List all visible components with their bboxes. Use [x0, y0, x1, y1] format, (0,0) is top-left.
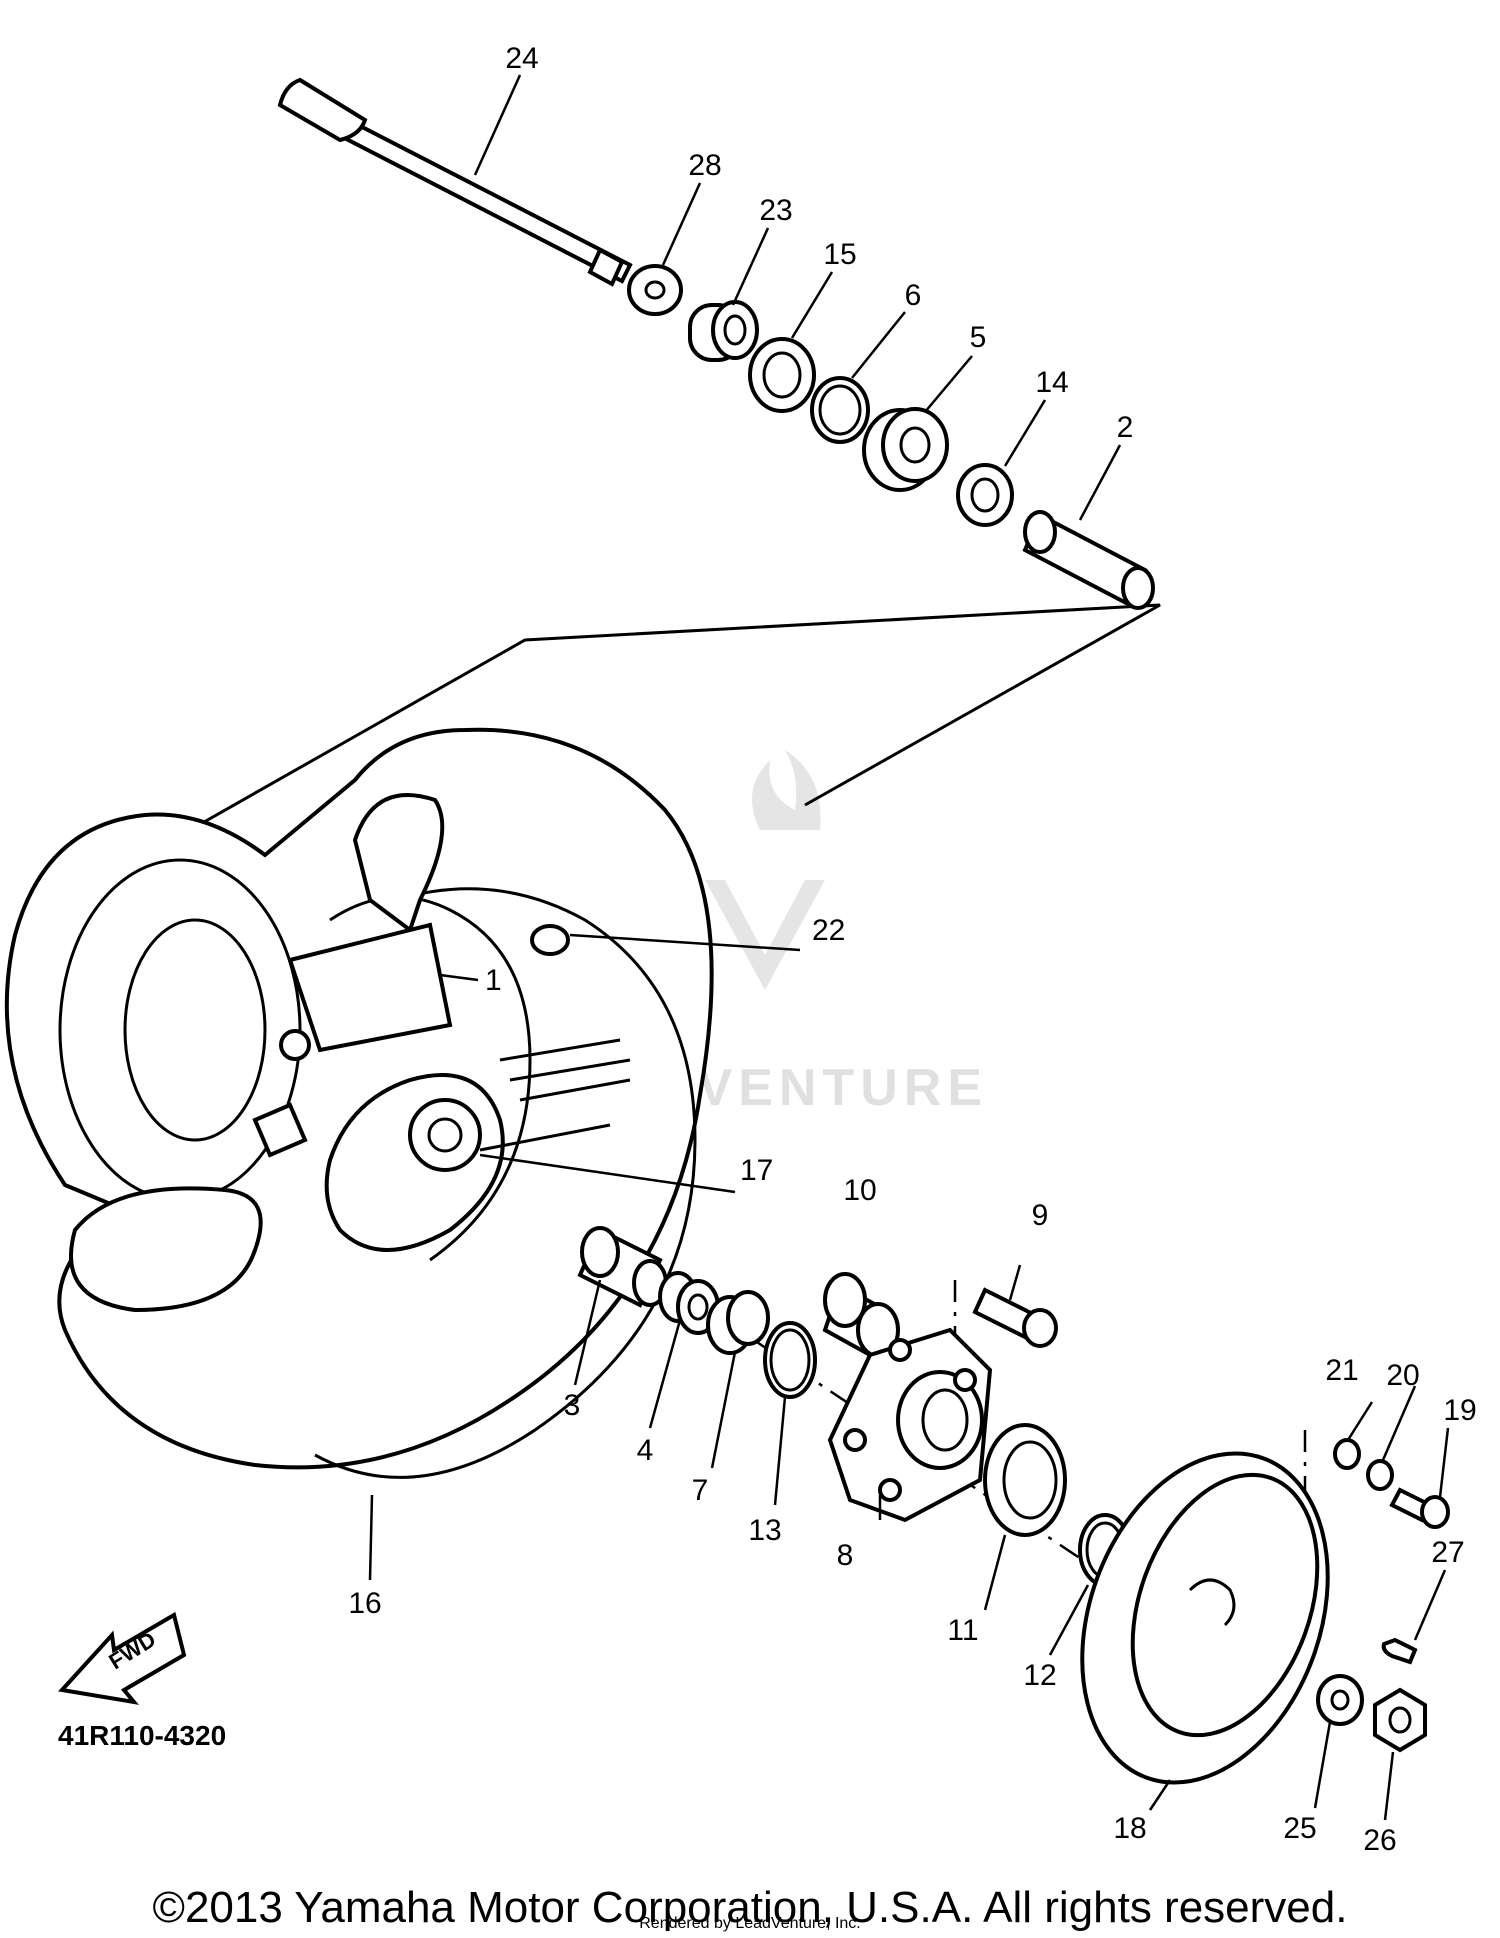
part-label-4: 4 [637, 1434, 654, 1467]
part-label-9: 9 [1032, 1199, 1049, 1232]
part-label-17: 17 [740, 1154, 773, 1187]
copyright-notice: ©2013 Yamaha Motor Corporation, U.S.A. A… [153, 1883, 1348, 1932]
part-label-14: 14 [1035, 366, 1068, 399]
part-label-28: 28 [688, 149, 721, 182]
part-label-27: 27 [1431, 1536, 1464, 1569]
part-label-20: 20 [1386, 1359, 1419, 1392]
spacer-part-2 [1022, 510, 1155, 610]
forward-direction-arrow: FWD [58, 1611, 187, 1705]
part-label-15: 15 [823, 238, 856, 271]
lock-washer-part-20 [1366, 1459, 1394, 1491]
oil-seal-part-15 [748, 337, 816, 413]
part-number-labels: 24 28 23 15 6 5 14 2 22 1 17 10 9 3 4 7 … [348, 42, 1476, 1857]
collar-part-23 [688, 300, 759, 362]
washer-part-28 [627, 264, 683, 316]
cotter-pin-part-27 [1381, 1637, 1418, 1665]
part-label-18: 18 [1113, 1812, 1146, 1845]
part-label-6: 6 [905, 279, 922, 312]
part-label-3: 3 [564, 1389, 581, 1422]
part-label-10: 10 [843, 1174, 876, 1207]
part-label-1: 1 [485, 964, 502, 997]
part-label-25: 25 [1283, 1812, 1316, 1845]
part-label-16: 16 [348, 1587, 381, 1620]
washer-part-25 [1316, 1674, 1364, 1726]
axle-part [277, 77, 633, 287]
part-label-11: 11 [947, 1614, 978, 1647]
collar-part-3 [577, 1226, 668, 1308]
o-ring-part-13 [763, 1321, 817, 1399]
part-label-26: 26 [1363, 1824, 1396, 1857]
part-label-7: 7 [692, 1474, 709, 1507]
diagram-code: 41R110-4320 [58, 1720, 226, 1751]
tire-and-wheel [4, 727, 714, 1479]
part-label-2: 2 [1117, 411, 1134, 444]
castle-nut-part-26 [1373, 1687, 1427, 1753]
bearing-part-5 [862, 407, 949, 492]
part-label-19: 19 [1443, 1394, 1476, 1427]
part-label-8: 8 [837, 1539, 854, 1572]
brake-plate-part-18 [1080, 1451, 1330, 1785]
part-label-5: 5 [970, 321, 987, 354]
part-label-13: 13 [748, 1514, 781, 1547]
rendered-by-credit: Rendered by LeadVenture, Inc. [639, 1915, 861, 1932]
collar-part-7 [706, 1290, 770, 1355]
bolt-part-9 [972, 1287, 1058, 1348]
collar-part-10 [822, 1272, 900, 1358]
leader-lines [368, 74, 1450, 1821]
part-label-24: 24 [505, 42, 538, 75]
oil-seal-part-11 [983, 1423, 1067, 1537]
washer-part-21 [1333, 1438, 1361, 1470]
clutch-hub-part-8 [827, 1327, 993, 1523]
oil-seal-part-14 [956, 463, 1014, 527]
part-label-23: 23 [759, 194, 792, 227]
part-label-22: 22 [812, 914, 845, 947]
bolt-part-19 [1389, 1487, 1450, 1529]
part-label-12: 12 [1023, 1659, 1056, 1692]
part-label-21: 21 [1325, 1354, 1358, 1387]
